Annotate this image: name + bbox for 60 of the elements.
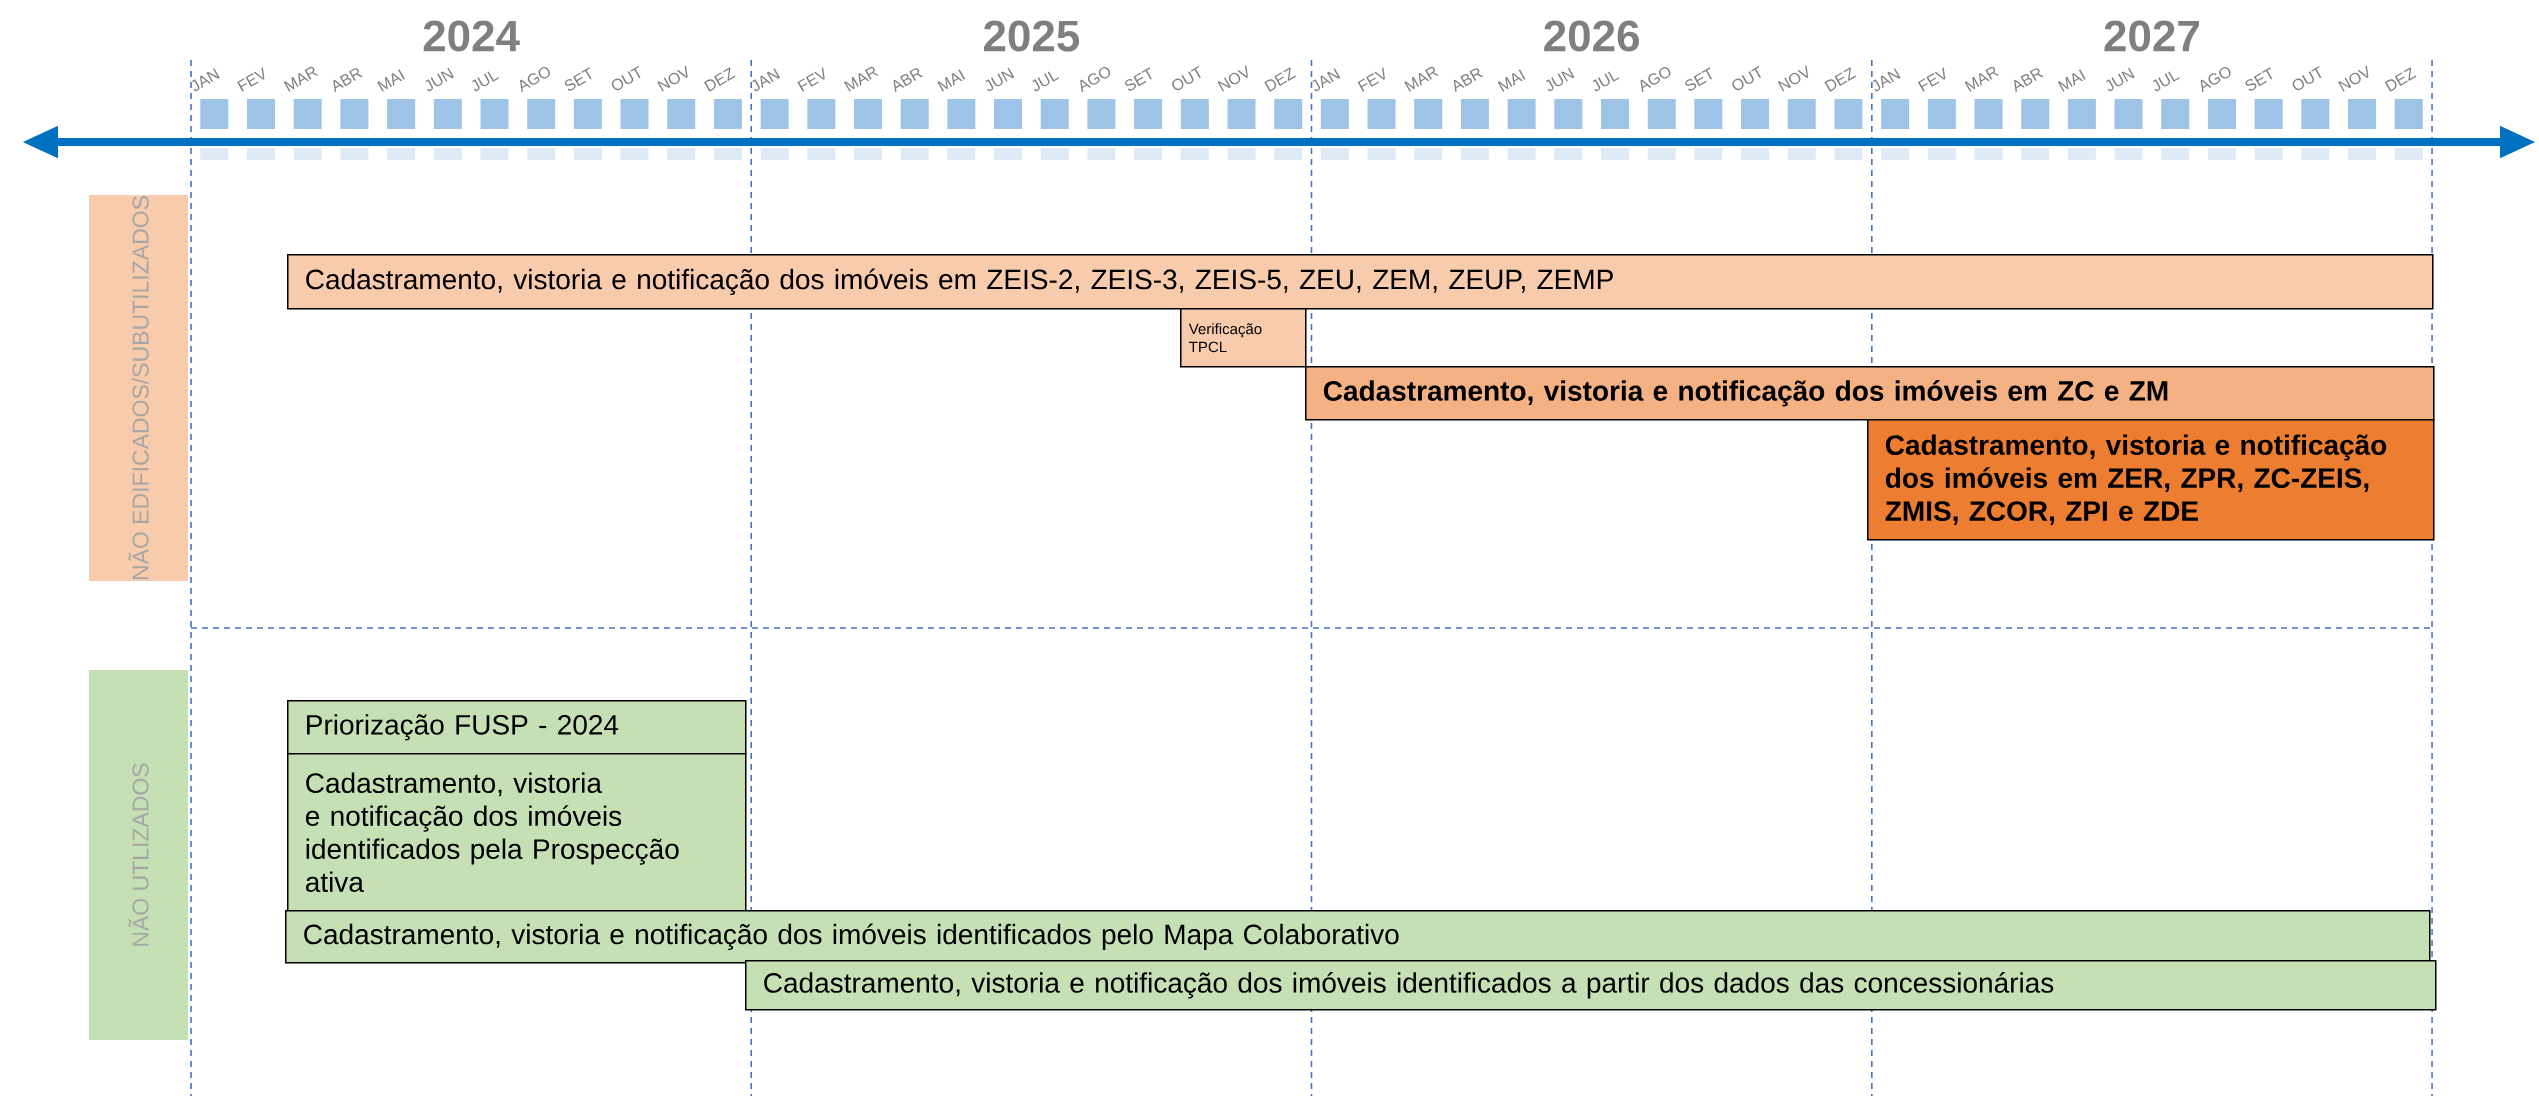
- category-band: NÃO UTLIZADOS: [89, 670, 188, 1040]
- month-label: JAN: [752, 68, 780, 92]
- month-label: ABR: [333, 68, 363, 93]
- category-band: NÃO EDIFICADOS/SUBUTILIZADOS: [89, 195, 188, 581]
- month-label: JUN: [2106, 67, 2135, 92]
- month-label: MAI: [2057, 69, 2086, 92]
- month-label: OUT: [611, 66, 641, 91]
- year-label: 2026: [1544, 20, 1639, 52]
- month-label: AGO: [519, 67, 550, 93]
- task-bar: Cadastramento, vistoria e notificação dos imóveis identificados a partir dos dados das concessionárias: [745, 960, 2437, 1011]
- month-label: MAI: [377, 69, 405, 92]
- month-label: JUL: [472, 71, 500, 92]
- month-label: JAN: [1872, 68, 1901, 92]
- month-label: FEV: [1917, 67, 1946, 92]
- year-label: 2027: [2104, 20, 2199, 52]
- month-label: MAI: [937, 69, 966, 92]
- month-label: DEZ: [704, 67, 736, 92]
- month-label: AGO: [2200, 67, 2231, 93]
- month-label: ABR: [2014, 68, 2044, 93]
- month-label: SET: [1685, 67, 1713, 91]
- month-label: AGO: [1080, 67, 1111, 93]
- month-label: MAR: [1964, 66, 2000, 92]
- month-label: ABR: [893, 68, 923, 93]
- month-label: JUN: [425, 67, 454, 92]
- month-label: MAR: [283, 66, 319, 92]
- task-bar: Verificação TPCL: [1180, 308, 1307, 368]
- month-label: JUL: [1032, 71, 1060, 92]
- month-label: SET: [564, 67, 592, 91]
- month-label: JUN: [985, 67, 1015, 92]
- month-label: AGO: [1640, 67, 1671, 93]
- month-label: NOV: [1217, 65, 1248, 92]
- task-bar: Cadastramento, vistoria e notificação dos imóveis em ZC e ZM: [1305, 366, 2435, 421]
- month-label: FEV: [1357, 67, 1385, 92]
- month-label: ABR: [1453, 68, 1484, 93]
- year-label: 2025: [984, 20, 1080, 52]
- month-label: OUT: [2292, 66, 2322, 91]
- month-label: SET: [2245, 67, 2273, 91]
- month-label: JUN: [1545, 67, 1575, 92]
- month-label: FEV: [237, 67, 265, 92]
- task-bar: Cadastramento, vistoria e notificação dos imóveis identificados pelo Mapa Colaborativo: [285, 910, 2431, 964]
- month-label: DEZ: [1264, 67, 1296, 92]
- month-label: JUL: [2152, 71, 2180, 92]
- month-label: JAN: [1312, 68, 1341, 92]
- month-label: MAR: [844, 66, 879, 92]
- month-label: NOV: [2338, 65, 2369, 92]
- year-label: 2024: [423, 20, 520, 52]
- month-label: JAN: [191, 68, 220, 92]
- task-bar: Cadastramento, vistoria e notificação dos imóveis em ZER, ZPR, ZC-ZEIS, ZMIS, ZCOR, ZPI e ZDE: [1867, 419, 2435, 541]
- month-label: FEV: [797, 67, 825, 92]
- month-label: DEZ: [2384, 67, 2417, 92]
- month-label: JUL: [1592, 71, 1620, 92]
- month-label: SET: [1125, 67, 1152, 91]
- month-label: DEZ: [1824, 67, 1857, 92]
- month-label: NOV: [657, 65, 688, 92]
- month-label: NOV: [1777, 65, 1809, 92]
- month-label: MAR: [1404, 66, 1439, 92]
- month-label: OUT: [1732, 66, 1762, 91]
- month-label: OUT: [1172, 66, 1201, 91]
- month-label: MAI: [1497, 69, 1526, 92]
- task-bar: Priorização FUSP - 2024: [287, 700, 747, 755]
